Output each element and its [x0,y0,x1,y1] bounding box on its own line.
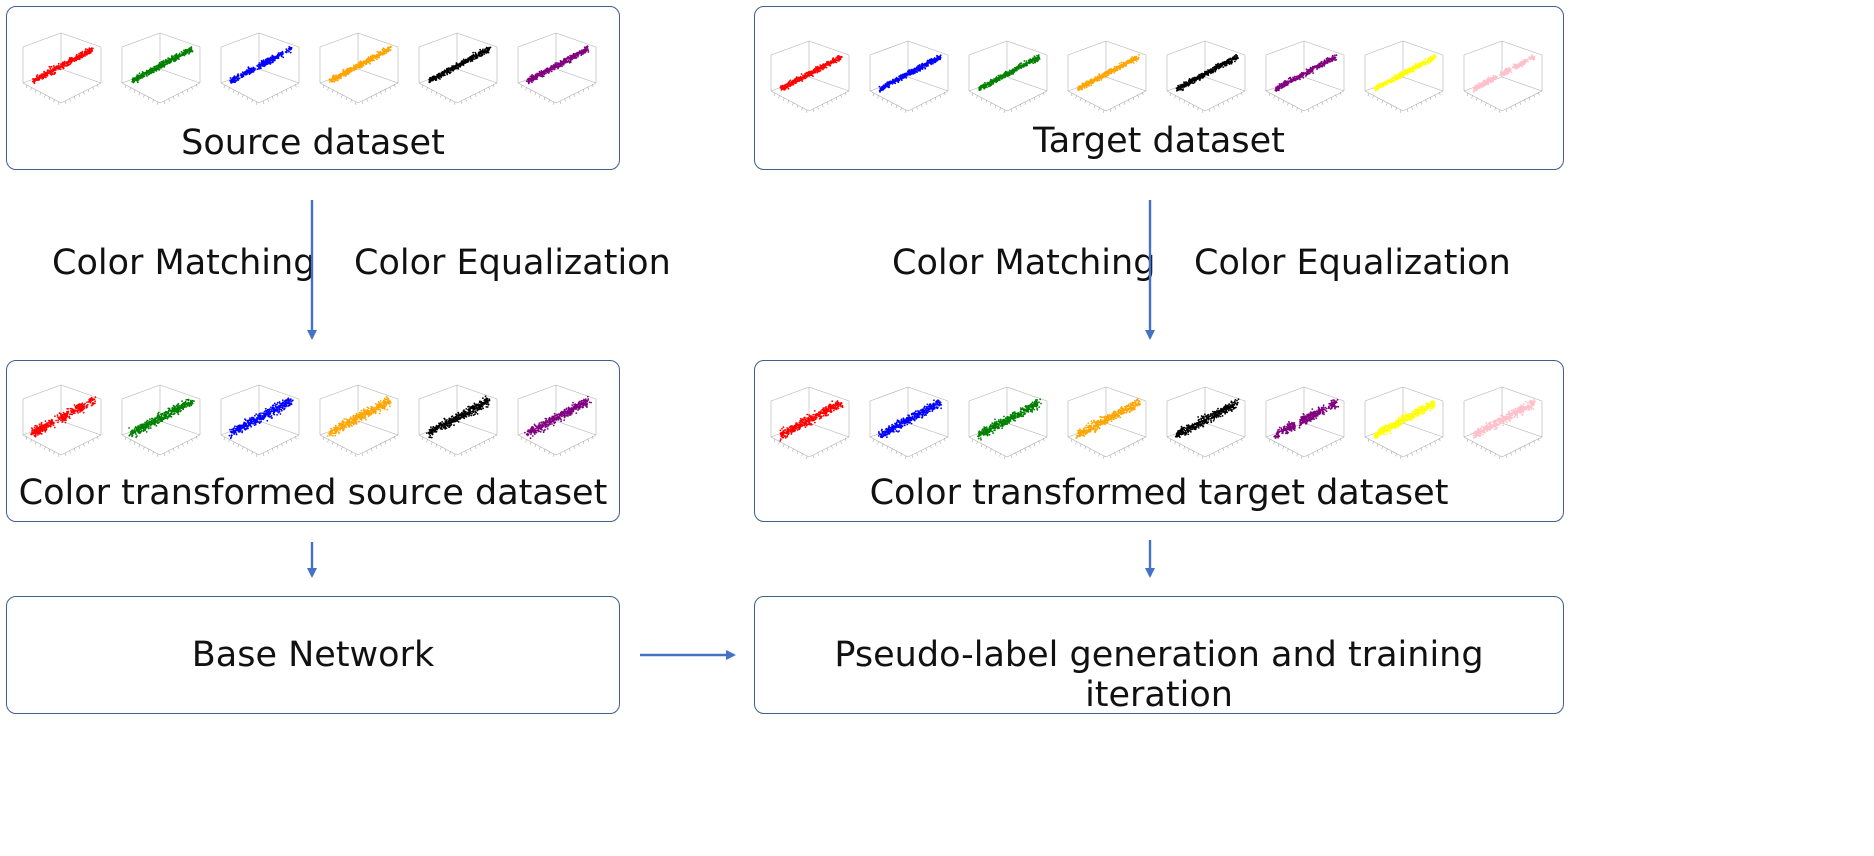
source-transformed-label: Color transformed source dataset [18,473,608,513]
scatter-thumbnail [763,33,857,121]
scatter-thumbnail [1456,33,1550,121]
target-dataset-label: Target dataset [1033,121,1285,161]
source-dataset-box: Source dataset [6,6,620,170]
scatter-thumbnail [114,377,208,465]
target-transformed-box: Color transformed target dataset [754,360,1564,522]
scatter-thumbnail [213,377,307,465]
scatter-thumbnail [1060,379,1154,467]
target-transformed-label: Color transformed target dataset [869,473,1449,513]
scatter-thumbnail [213,25,307,113]
target-dataset-box: Target dataset [754,6,1564,170]
pseudo-label-box: Pseudo-label generation and training ite… [754,596,1564,715]
scatter-thumbnail [510,25,604,113]
scatter-thumbnail [114,25,208,113]
base-network-box: Base Network [6,596,620,714]
scatter-thumbnail [312,377,406,465]
scatter-thumbnail [411,25,505,113]
scatter-thumbnail [510,377,604,465]
target-color-equalization-label: Color Equalization [1194,243,1511,283]
scatter-thumbnail [961,379,1055,467]
source-color-equalization-label: Color Equalization [354,243,671,283]
scatter-thumbnail [312,25,406,113]
scatter-thumbnail [411,377,505,465]
scatter-thumbnail [862,379,956,467]
scatter-thumbnail [1258,33,1352,121]
scatter-thumbnail [1357,379,1451,467]
source-color-matching-label: Color Matching [52,243,316,283]
scatter-thumbnail [961,33,1055,121]
scatter-thumbnail [763,379,857,467]
scatter-thumbnail [1159,379,1253,467]
scatter-thumbnail [15,25,109,113]
scatter-thumbnail [1060,33,1154,121]
source-transformed-box: Color transformed source dataset [6,360,620,522]
target-color-matching-label: Color Matching [892,243,1156,283]
scatter-thumbnail [1357,33,1451,121]
base-network-label: Base Network [191,635,435,675]
pseudo-label-text: Pseudo-label generation and training ite… [834,635,1484,715]
scatter-thumbnail [862,33,956,121]
scatter-thumbnail [1456,379,1550,467]
scatter-thumbnail [1159,33,1253,121]
source-dataset-label: Source dataset [181,123,445,163]
scatter-thumbnail [1258,379,1352,467]
scatter-thumbnail [15,377,109,465]
